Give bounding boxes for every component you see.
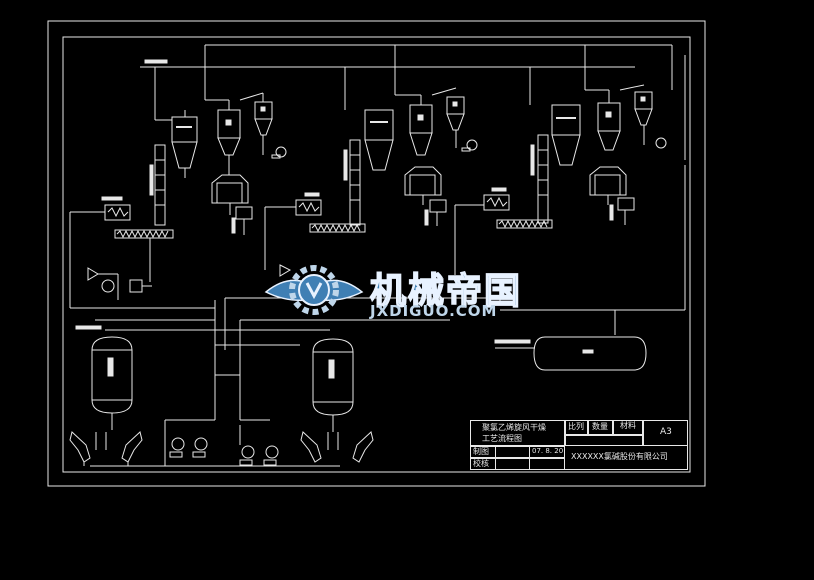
watermark-logo: 机械帝国 JXDIGUO.COM xyxy=(258,256,558,326)
title-block: 聚氯乙烯旋风干燥 工艺流程图 比列 数量 材料 A3 制图 校核 07. 8. … xyxy=(470,420,688,470)
watermark-brand-en: JXDIGUO.COM xyxy=(370,302,498,320)
checked-by-label: 校核 xyxy=(473,459,489,468)
quantity-label: 数量 xyxy=(592,422,608,431)
inner-border xyxy=(62,36,691,473)
storage-tank-2 xyxy=(312,338,354,432)
winged-gear-icon xyxy=(264,265,364,315)
horizontal-vessel xyxy=(533,336,647,371)
drawn-by-label: 制图 xyxy=(473,447,489,456)
outer-border xyxy=(47,20,706,487)
scale-label: 比列 xyxy=(568,422,584,431)
sheet-size: A3 xyxy=(660,427,672,437)
company-name: XXXXXX氯碱股份有限公司 xyxy=(571,452,668,461)
material-label: 材料 xyxy=(620,421,636,430)
storage-tank-1 xyxy=(91,336,133,430)
agitators-tank-1 xyxy=(69,431,143,466)
dryer-unit-2 xyxy=(264,87,478,277)
agitators-tank-2 xyxy=(300,431,374,463)
watermark-brand-cn: 机械帝国 xyxy=(369,270,523,313)
dryer-unit-3 xyxy=(454,84,667,275)
drawing-title-line2: 工艺流程图 xyxy=(482,434,522,443)
drawing-date: 07. 8. 20 xyxy=(532,447,564,455)
drawing-title-line1: 聚氯乙烯旋风干燥 xyxy=(482,423,546,432)
bottom-pumps xyxy=(90,420,340,467)
dryer-unit-1 xyxy=(69,92,287,308)
